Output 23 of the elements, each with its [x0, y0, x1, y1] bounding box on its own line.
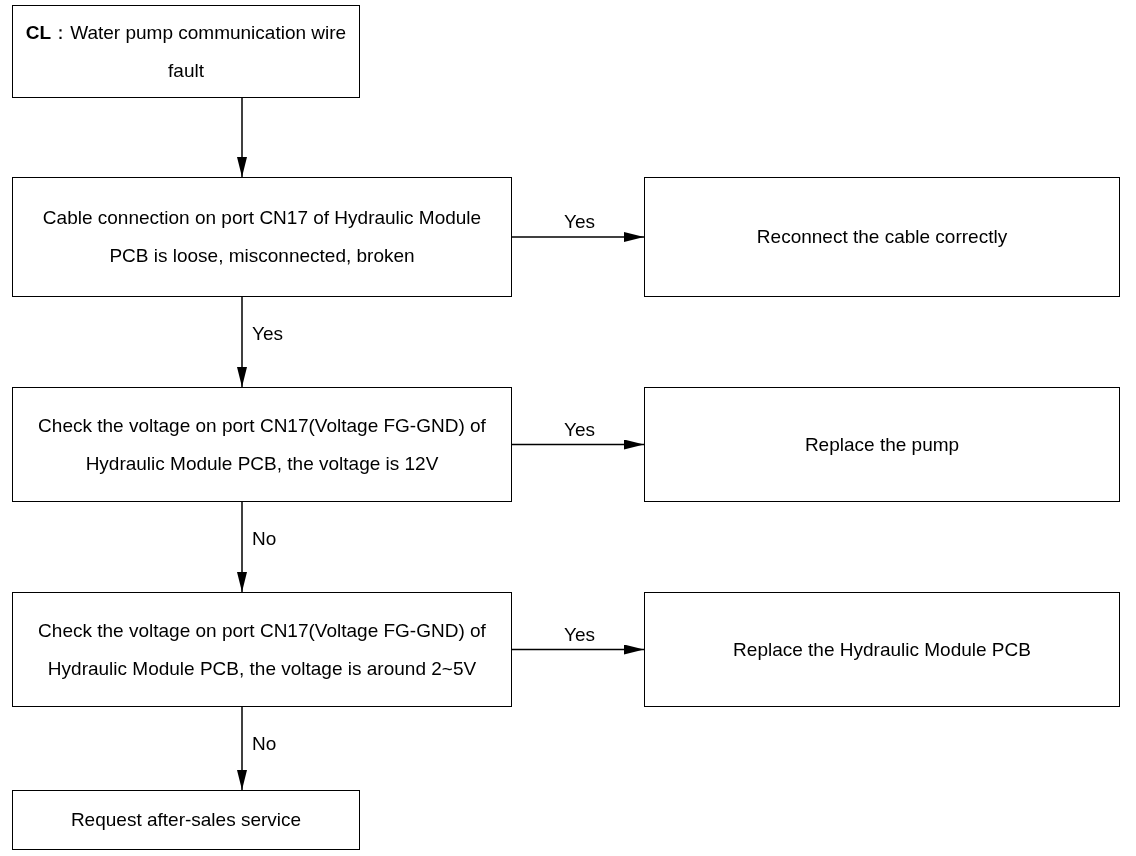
arrow	[237, 97, 247, 178]
box-text: Check the voltage on port CN17(Voltage FG-GND) of Hydraulic Module PCB, the voltage is around 2~5V	[37, 618, 487, 681]
arrow	[237, 501, 247, 593]
arrow	[511, 232, 645, 242]
box-text: Request after-sales service	[70, 808, 302, 832]
box-text: Replace the Hydraulic Module PCB	[733, 637, 1031, 662]
box-text: Reconnect the cable correctly	[756, 225, 1008, 249]
arrow	[511, 439, 645, 450]
process-box	[12, 177, 512, 297]
process-box	[12, 5, 360, 98]
process-box	[12, 387, 512, 502]
box-text: Check the voltage on port CN17(Voltage FG-GND) of Hydraulic Module PCB, the voltage is 12V	[37, 413, 487, 476]
process-box	[12, 592, 512, 707]
arrow	[237, 296, 247, 388]
box-text: CL：Water pump communication wire fault	[24, 20, 348, 83]
process-box	[12, 790, 360, 850]
process-box	[644, 592, 1120, 707]
arrow	[511, 644, 645, 655]
box-text: Cable connection on port CN17 of Hydraulic Module PCB is loose, misconnected, broken	[41, 206, 483, 268]
process-box	[644, 387, 1120, 502]
process-box	[644, 177, 1120, 297]
box-text: Replace the pump	[804, 432, 960, 457]
arrow	[237, 706, 247, 791]
